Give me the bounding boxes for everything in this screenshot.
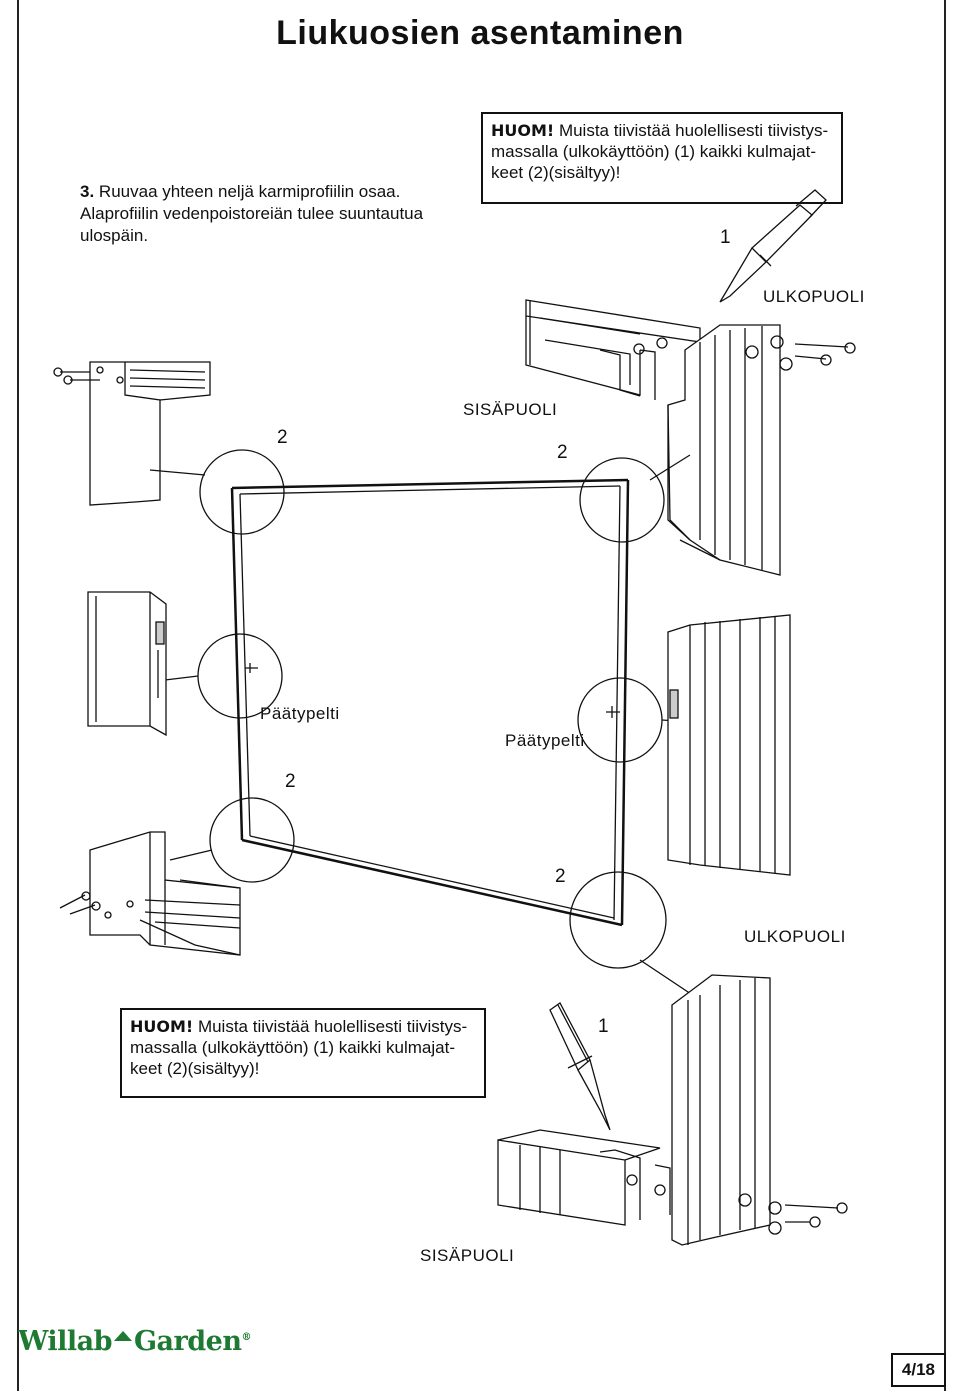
logo-brand-2: Garden	[134, 1326, 242, 1357]
detail-circle-top-right	[579, 454, 691, 543]
profile-corner-bottom-left	[59, 831, 241, 956]
label-end-plate-right: Päätypelti	[505, 731, 585, 750]
step-text: Ruuvaa yhteen neljä karmiprofiilin osaa.…	[80, 182, 424, 245]
label-outside-top: ULKOPUOLI	[763, 287, 865, 306]
callout-sealant-bottom: 1	[598, 1016, 609, 1037]
note-label: HUOM!	[491, 121, 555, 140]
profile-corner-bottom	[497, 974, 848, 1246]
note-label: HUOM!	[130, 1017, 194, 1036]
callout-corner-top-right: 2	[557, 442, 568, 463]
page-title: Liukuosien asentaminen	[276, 14, 684, 52]
detail-circle-top-left	[149, 449, 285, 535]
label-inside-bottom: SISÄPUOLI	[420, 1246, 515, 1265]
label-inside-top: SISÄPUOLI	[463, 400, 558, 419]
step-instruction: 3. Ruuvaa yhteen neljä karmiprofiilin os…	[80, 181, 460, 247]
note-box-bottom: HUOM! Muista tiivistää huolellisesti tii…	[120, 1008, 486, 1098]
detail-circle-top-right-upper	[679, 539, 721, 561]
end-plate-detail-right	[667, 614, 791, 876]
label-outside-bottom: ULKOPUOLI	[744, 927, 846, 946]
sealant-gun-icon-top	[719, 189, 827, 303]
detail-circle-mid-left	[164, 633, 283, 719]
label-end-plate-left: Päätypelti	[260, 704, 340, 723]
detail-circle-bottom-right	[569, 871, 701, 1001]
willab-garden-logo: Willab Garden®	[18, 1326, 251, 1357]
profile-corner-top-right	[525, 299, 856, 576]
logo-house-icon	[114, 1330, 132, 1341]
page-number: 4/18	[890, 1353, 946, 1387]
end-plate-detail-left	[87, 591, 167, 737]
note-text: Muista tiivistää huolellisesti tiivistys…	[130, 1017, 468, 1078]
sealant-gun-icon-bottom	[549, 1002, 611, 1131]
callout-corner-top-left: 2	[277, 427, 288, 448]
profile-corner-top-left	[53, 361, 211, 506]
logo-brand: Willab	[18, 1326, 113, 1357]
frame-outline	[230, 478, 630, 927]
detail-circle-bottom-left	[169, 797, 295, 883]
callout-corner-bottom-left: 2	[285, 771, 296, 792]
callout-corner-bottom-right: 2	[555, 866, 566, 887]
callout-sealant-top: 1	[720, 227, 731, 248]
logo-registered: ®	[241, 1332, 251, 1343]
note-text: Muista tiivistää huolellisesti tiivistys…	[491, 121, 829, 182]
step-number: 3.	[80, 182, 95, 201]
note-box-top: HUOM! Muista tiivistää huolellisesti tii…	[481, 112, 843, 204]
